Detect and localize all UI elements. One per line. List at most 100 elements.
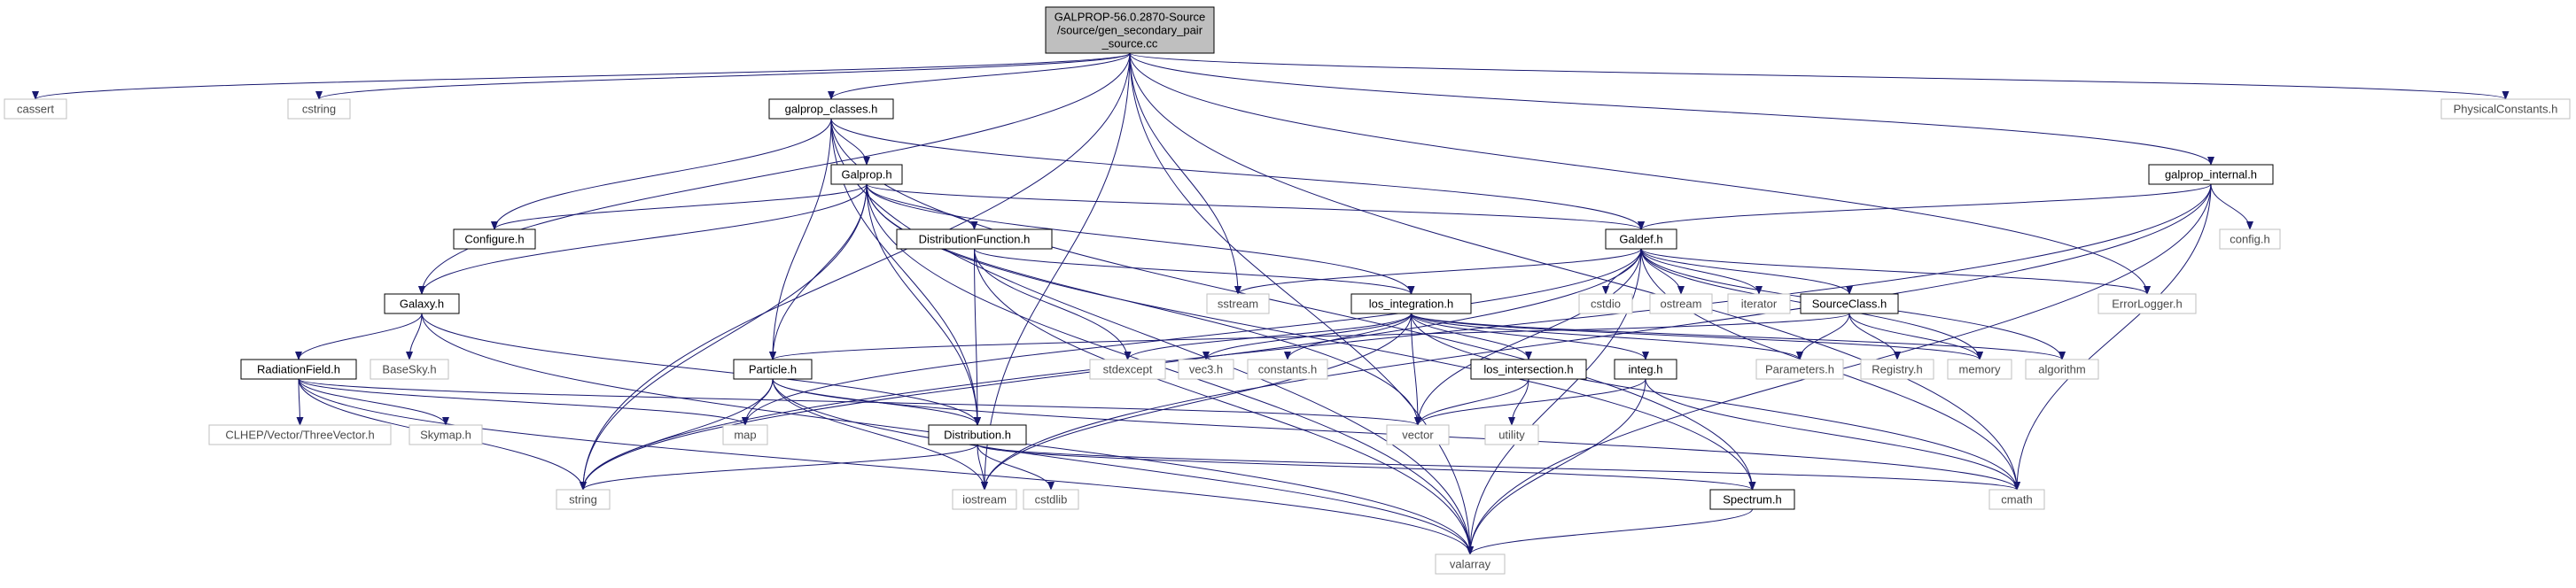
node-box-iostream (952, 489, 1017, 510)
edge-root-to-iostream (981, 52, 1131, 491)
edge-distfunc-to-los_integration (974, 248, 1415, 295)
edge-galprop_classes-to-valarray (830, 118, 1474, 555)
node-vector: vector (1386, 424, 1450, 445)
edge-radiationfield-to-map (298, 378, 749, 426)
node-particle[interactable]: Particle.h (733, 359, 813, 380)
edge-galprop_h-to-vector (866, 183, 1421, 426)
edge-los_integration-to-integ (1411, 313, 1649, 360)
node-galaxy[interactable]: Galaxy.h (384, 293, 460, 314)
node-box-root (1045, 6, 1215, 54)
edge-galprop_h-to-galdef (866, 183, 1645, 230)
edge-galprop_internal-to-config (2210, 183, 2253, 230)
edge-galdef-to-sourceclass (1640, 248, 1853, 295)
edge-los_integration-to-stdexcept (1124, 313, 1412, 360)
node-iostream: iostream (952, 489, 1017, 510)
node-box-galprop_h (830, 164, 903, 185)
node-box-cstring (287, 98, 351, 120)
node-label-galprop_internal: galprop_internal.h (2165, 168, 2257, 182)
edge-sourceclass-to-registry (1848, 313, 1901, 360)
node-label-galaxy: Galaxy.h (400, 298, 444, 311)
edge-integ-to-vector (1414, 378, 1646, 426)
edge-los_integration-to-los_intersection (1411, 313, 1532, 360)
node-cmath: cmath (1988, 489, 2045, 510)
node-memory: memory (1947, 359, 2012, 380)
edge-root-to-valarray (1129, 52, 1474, 555)
node-box-distfunc (896, 228, 1053, 250)
node-box-cstdio (1578, 293, 1633, 314)
edge-particle-to-string (580, 378, 774, 491)
edge-radiationfield-to-skymap (298, 378, 449, 426)
node-box-distribution (928, 424, 1027, 445)
node-label-valarray: valarray (1450, 558, 1491, 571)
edge-galprop_classes-to-galprop_h (830, 118, 870, 166)
edge-distfunc-to-valarray (974, 248, 1474, 555)
edge-los_integration-to-memory (1411, 313, 1983, 360)
node-label-root-2: _source.cc (1101, 37, 1158, 50)
node-box-cassert (4, 98, 67, 120)
node-galdef[interactable]: Galdef.h (1605, 228, 1677, 250)
edge-galdef-to-iterator (1640, 248, 1763, 295)
edge-galprop_classes-to-configure (491, 118, 832, 230)
node-configure[interactable]: Configure.h (453, 228, 536, 250)
node-los_integration[interactable]: los_integration.h (1350, 293, 1472, 314)
node-label-root-0: GALPROP-56.0.2870-Source (1055, 11, 1206, 24)
node-box-particle (733, 359, 813, 380)
node-box-sstream (1206, 293, 1270, 314)
edge-galaxy-to-basesky (406, 313, 423, 360)
node-iterator: iterator (1727, 293, 1791, 314)
node-box-ostream (1649, 293, 1713, 314)
edge-galprop_classes-to-galdef (830, 118, 1645, 230)
node-box-galaxy (384, 293, 460, 314)
edge-los_integration-to-algorithm (1411, 313, 2066, 360)
node-label-iostream: iostream (962, 493, 1007, 507)
node-box-memory (1947, 359, 2012, 380)
edge-distribution-to-string (580, 444, 978, 491)
node-box-skymap (409, 424, 483, 445)
node-sstream: sstream (1206, 293, 1270, 314)
node-skymap: Skymap.h (409, 424, 483, 445)
node-label-algorithm: algorithm (2038, 363, 2085, 376)
node-distribution[interactable]: Distribution.h (928, 424, 1027, 445)
node-box-los_integration (1350, 293, 1472, 314)
edge-distribution-to-cstdlib (977, 444, 1055, 491)
node-box-clhep (208, 424, 392, 445)
node-box-galprop_internal (2148, 164, 2274, 185)
node-radiationfield[interactable]: RadiationField.h (240, 359, 357, 380)
node-label-particle: Particle.h (749, 363, 797, 376)
node-integ[interactable]: integ.h (1614, 359, 1677, 380)
node-label-iterator: iterator (1741, 298, 1778, 311)
edge-galaxy-to-distribution (421, 313, 981, 426)
node-box-integ (1614, 359, 1677, 380)
node-parameters: Parameters.h (1755, 359, 1844, 380)
node-box-physconst (2440, 98, 2571, 120)
edge-radiationfield-to-valarray (298, 378, 1474, 555)
node-los_intersection[interactable]: los_intersection.h (1470, 359, 1587, 380)
node-spectrum[interactable]: Spectrum.h (1709, 489, 1795, 510)
node-label-radiationfield: RadiationField.h (257, 363, 340, 376)
edge-root-to-string (580, 52, 1131, 491)
edge-root-to-cassert (32, 52, 1131, 100)
node-label-los_intersection: los_intersection.h (1483, 363, 1573, 376)
edge-root-to-galaxy (418, 52, 1131, 295)
node-box-iterator (1727, 293, 1791, 314)
edge-distribution-to-iostream (977, 444, 988, 491)
edge-sourceclass-to-parameters (1796, 313, 1850, 360)
node-sourceclass[interactable]: SourceClass.h (1800, 293, 1899, 314)
node-box-configure (453, 228, 536, 250)
node-algorithm: algorithm (2025, 359, 2099, 380)
edge-galdef-to-errorlogger (1640, 248, 2151, 295)
node-galprop_internal[interactable]: galprop_internal.h (2148, 164, 2274, 185)
node-galprop_classes[interactable]: galprop_classes.h (768, 98, 894, 120)
node-box-stdexcept (1089, 359, 1166, 380)
edge-galprop_h-to-configure (491, 183, 868, 230)
node-box-cmath (1988, 489, 2045, 510)
node-box-vector (1386, 424, 1450, 445)
node-galprop_h[interactable]: Galprop.h (830, 164, 903, 185)
node-root[interactable]: GALPROP-56.0.2870-Source/source/gen_seco… (1045, 6, 1215, 54)
edge-root-to-errorlogger (1129, 52, 2151, 295)
node-distfunc[interactable]: DistributionFunction.h (896, 228, 1053, 250)
edge-galprop_classes-to-spectrum (830, 118, 1756, 491)
edge-distfunc-to-stdexcept (974, 248, 1132, 360)
node-label-galprop_h: Galprop.h (841, 168, 891, 182)
node-label-parameters: Parameters.h (1765, 363, 1834, 376)
